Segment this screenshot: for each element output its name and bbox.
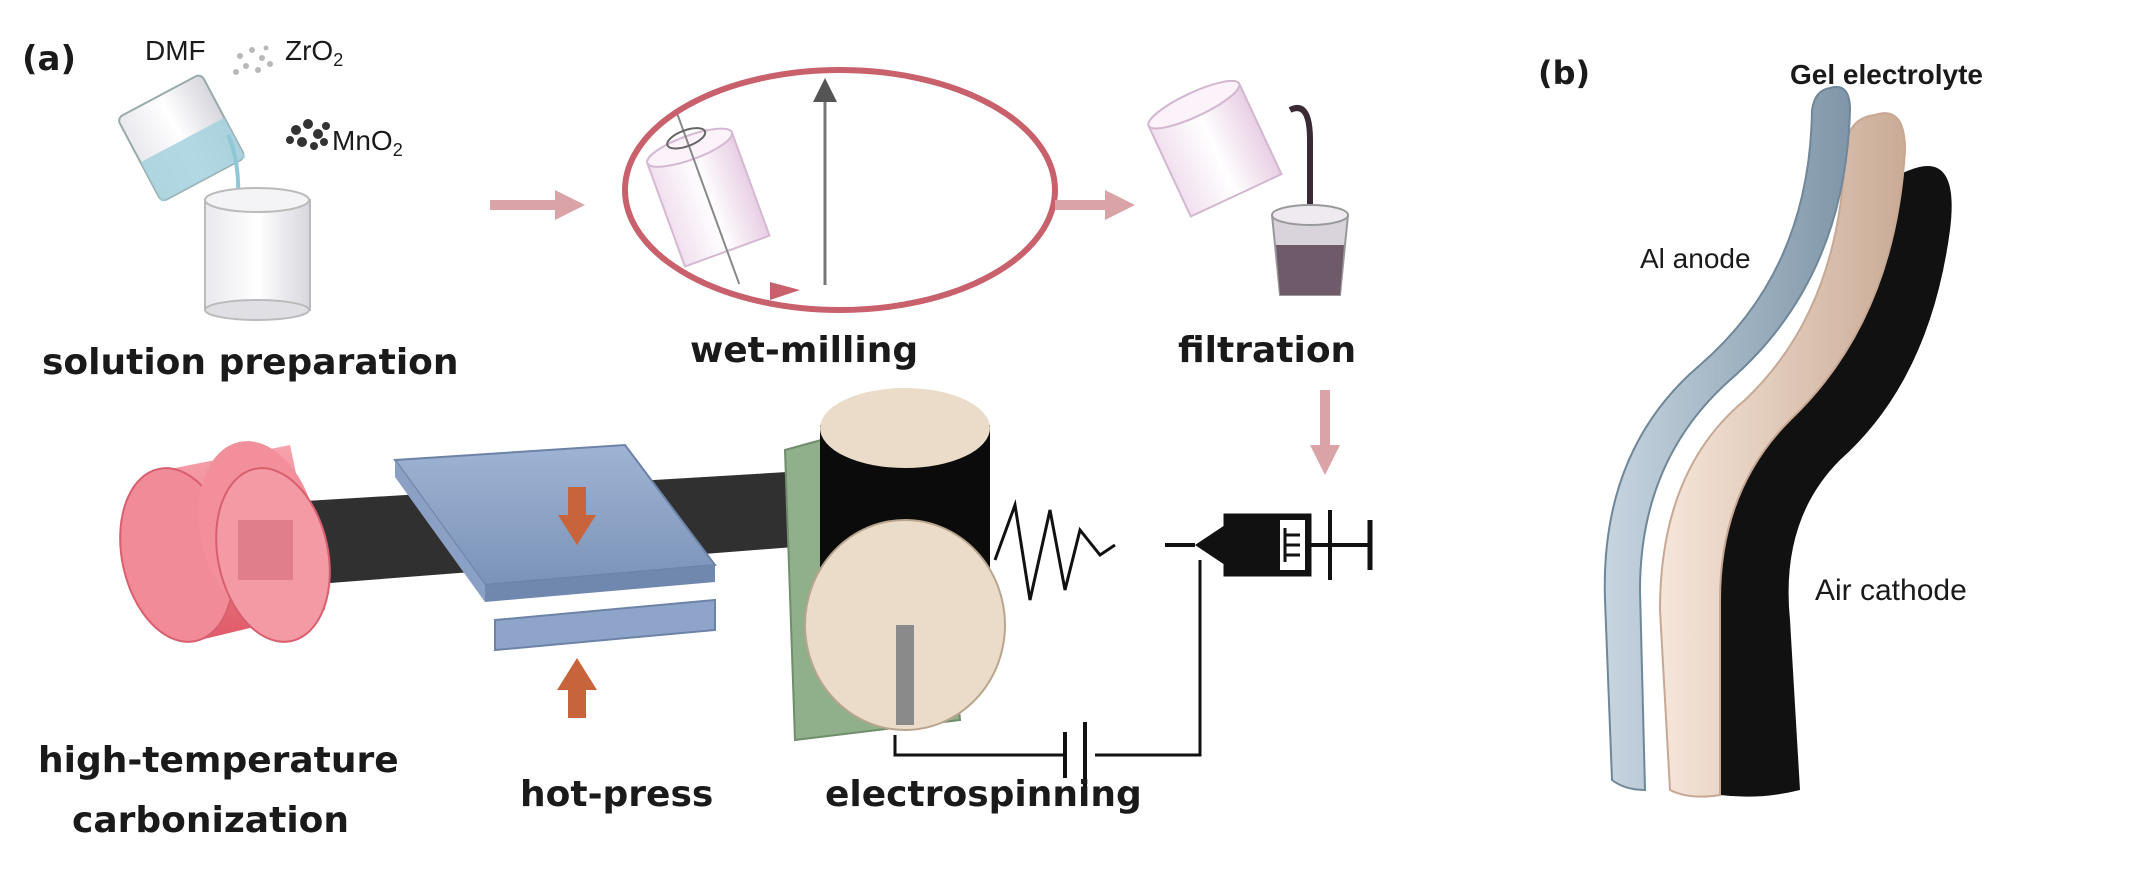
zro2-label: ZrO2 [285, 35, 343, 70]
step-solution-label: solution preparation [42, 342, 459, 383]
press-arrow-down-icon [558, 487, 596, 545]
wet-milling-icon [622, 67, 1058, 313]
step-carbonization-label-2: carbonization [72, 800, 349, 841]
zro2-particles-icon [233, 45, 273, 75]
filtration-icon [1147, 79, 1350, 296]
air-cathode-layer [1712, 166, 1952, 797]
syringe-icon [1165, 510, 1373, 580]
step-carbonization-label-1: high-temperature [38, 740, 399, 781]
air-cathode-label: Air cathode [1815, 574, 1967, 607]
spinning-jet [993, 499, 1116, 601]
solution-beaker-icon [204, 187, 311, 321]
press-arrow-up-icon [557, 658, 597, 718]
step-hot-press-label: hot-press [520, 774, 713, 815]
step-electrospinning-label: electrospinning [825, 774, 1142, 815]
carbonization-furnace-icon [119, 441, 331, 643]
al-anode-layer [1603, 86, 1852, 792]
step-wet-milling-label: wet-milling [690, 330, 918, 371]
dmf-label: DMF [145, 35, 206, 66]
gel-electrolyte-label: Gel electrolyte [1790, 59, 1983, 90]
mno2-label: MnO2 [332, 125, 403, 160]
panel-b-tag: (b) [1538, 54, 1590, 92]
collector-drum-icon [783, 388, 1006, 742]
circuit-wire-right [1095, 560, 1202, 757]
panel-a-tag: (a) [22, 39, 76, 79]
step-filtration-label: filtration [1178, 330, 1356, 371]
gel-electrolyte-layer [1658, 112, 1907, 798]
al-anode-label: Al anode [1640, 243, 1751, 274]
mno2-particles-icon [286, 119, 330, 150]
pouring-beaker-icon [118, 74, 246, 203]
circuit-wire-left [893, 735, 1065, 757]
hot-press-plates-icon [393, 443, 717, 652]
